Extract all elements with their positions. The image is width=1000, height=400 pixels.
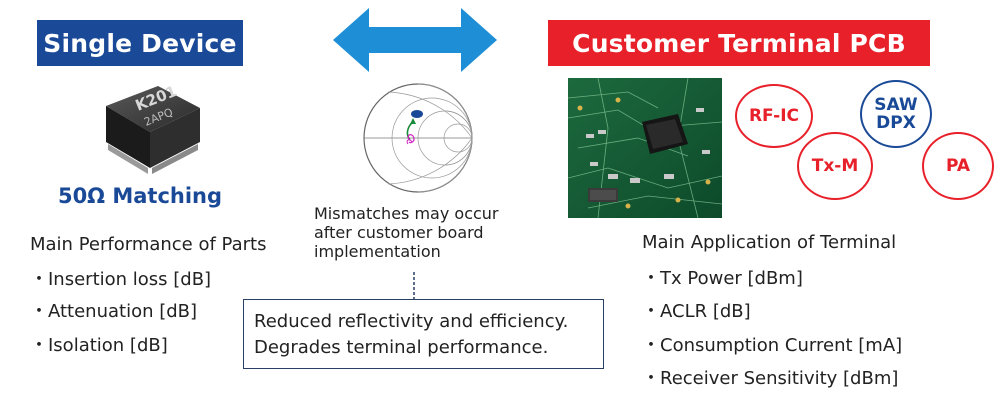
pa-label: PA (945, 156, 971, 176)
info-box-line: Reduced reflectivity and efficiency. (254, 311, 569, 332)
saw-dpx-circle: SAW DPX (860, 80, 932, 148)
matching-label: 50Ω Matching (57, 184, 223, 208)
single-device-title: Single Device (37, 20, 243, 66)
connector-dashed-line (413, 272, 415, 300)
info-box-line: Degrades terminal performance. (254, 337, 549, 358)
left-list-heading: Main Performance of Parts (30, 234, 267, 255)
effect-info-box: Reduced reflectivity and efficiency. Deg… (243, 299, 604, 369)
rf-ic-label: RF-IC (748, 106, 800, 126)
rf-ic-circle: RF-IC (735, 84, 813, 148)
mismatch-note-line: implementation (314, 242, 441, 261)
pcb-photo (568, 78, 722, 218)
chip-image: K201 2APQ (106, 82, 200, 174)
saw-dpx-label-line2: DPX (876, 113, 916, 133)
right-list-heading: Main Application of Terminal (642, 232, 897, 253)
right-list-item: ・Tx Power [dBm] (642, 268, 803, 289)
pa-circle: PA (922, 132, 994, 200)
right-list-item: ・Receiver Sensitivity [dBm] (642, 368, 899, 389)
mismatch-note: Mismatches may occur after customer boar… (314, 204, 514, 261)
customer-terminal-pcb-title: Customer Terminal PCB (548, 20, 930, 66)
right-list-item: ・ACLR [dB] (642, 301, 751, 322)
left-list-item: ・Attenuation [dB] (30, 301, 198, 322)
tx-m-label: Tx-M (811, 156, 859, 176)
smith-chart (363, 83, 473, 193)
tx-m-circle: Tx-M (797, 132, 873, 200)
customer-terminal-pcb-title-text: Customer Terminal PCB (572, 28, 906, 58)
single-device-title-text: Single Device (43, 28, 237, 58)
mismatch-note-line: after customer board (314, 223, 484, 242)
mismatch-note-line: Mismatches may occur (314, 204, 499, 223)
right-list-item: ・Consumption Current [mA] (642, 335, 903, 356)
left-list-item: ・Insertion loss [dB] (30, 269, 212, 290)
left-list-item: ・Isolation [dB] (30, 335, 168, 356)
saw-dpx-label-line1: SAW (874, 95, 918, 115)
double-arrow-icon (333, 8, 497, 72)
